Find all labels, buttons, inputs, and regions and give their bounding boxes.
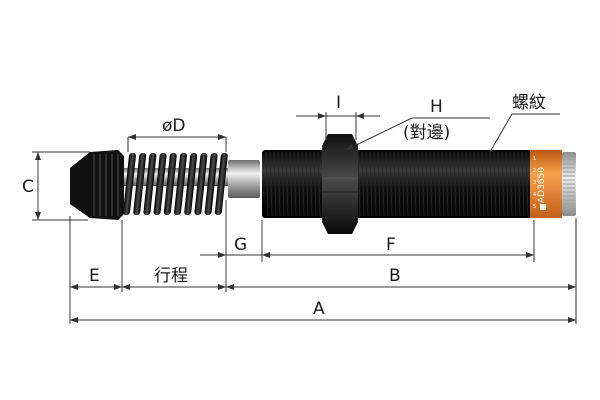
spring-coil (204, 153, 218, 215)
scale-number: 2 (533, 168, 536, 174)
model-marking: AD3650 (537, 167, 547, 203)
thread-line (389, 151, 393, 217)
spring-coil (194, 153, 208, 215)
scale-number: 4 (533, 192, 536, 198)
thread-line (437, 151, 441, 217)
stopper-cap (70, 150, 124, 220)
thread-line (293, 151, 297, 217)
thread-line (481, 151, 485, 217)
thread-line (477, 151, 481, 217)
thread-line (445, 151, 449, 217)
spring-coil (214, 153, 228, 215)
spring-coil (153, 153, 167, 215)
thread-line (433, 151, 437, 217)
adjust-scale: 1 2 3 4 5 (533, 156, 536, 210)
thread-line (357, 151, 361, 217)
logo-mark (540, 204, 546, 210)
thread-line (269, 151, 273, 217)
dim-label-d: øD (162, 116, 186, 136)
stopper-cap-ridges (93, 154, 119, 216)
thread-line (313, 151, 317, 217)
thread-line (417, 151, 421, 217)
dim-label-b: B (389, 266, 401, 286)
thread-line (461, 151, 465, 217)
thread-line (297, 151, 301, 217)
spring-coil (184, 153, 198, 215)
scale-number: 1 (533, 156, 536, 162)
thread-line (501, 151, 505, 217)
scale-number: 3 (533, 180, 536, 186)
thread-line (265, 151, 269, 217)
thread-line (465, 151, 469, 217)
spring-coil (123, 153, 136, 215)
thread-line (317, 151, 321, 217)
thread-line (517, 151, 521, 217)
thread-line (369, 151, 373, 217)
dim-label-e: E (89, 266, 100, 286)
dim-label-i: I (336, 93, 341, 113)
thread-line (429, 151, 433, 217)
dimensions: C øD I H (對邊) 螺紋 (22, 93, 577, 324)
spring-coil (143, 153, 157, 215)
thread-line (441, 151, 445, 217)
spring-coil (133, 153, 147, 215)
scale-number: 5 (533, 204, 536, 210)
dim-label-h-note: (對邊) (403, 123, 450, 143)
thread-line (361, 151, 365, 217)
thread-line (493, 151, 497, 217)
dim-label-c: C (22, 177, 34, 197)
dim-label-stroke: 行程 (154, 266, 188, 286)
thread-line (405, 151, 409, 217)
thread-line (397, 151, 401, 217)
thread-line (509, 151, 513, 217)
thread-line (485, 151, 489, 217)
thread-line (277, 151, 281, 217)
thread-line (421, 151, 425, 217)
dim-label-h: H (430, 97, 443, 117)
knob-knurl (563, 155, 575, 213)
dim-label-a: A (313, 299, 325, 319)
dim-label-f: F (386, 235, 396, 255)
hex-nut (322, 134, 358, 234)
thread-line (469, 151, 473, 217)
thread-line (385, 151, 389, 217)
dim-label-thread: 螺紋 (512, 93, 546, 113)
thread-line (505, 151, 509, 217)
shock-absorber: AD3650 1 2 3 4 5 (70, 134, 576, 234)
thread-line (413, 151, 417, 217)
spring-coil (163, 153, 177, 215)
thread-line (489, 151, 493, 217)
thread-line (301, 151, 305, 217)
thread-line (425, 151, 429, 217)
thread-line (401, 151, 405, 217)
thread-line (309, 151, 313, 217)
thread-line (525, 151, 529, 217)
return-spring (123, 153, 228, 215)
thread-line (521, 151, 525, 217)
thread-line (305, 151, 309, 217)
thread-line (393, 151, 397, 217)
thread-line (365, 151, 369, 217)
thread-line (373, 151, 377, 217)
thread-line (381, 151, 385, 217)
thread-line (457, 151, 461, 217)
thread-line (285, 151, 289, 217)
thread-line (281, 151, 285, 217)
thread-line (289, 151, 293, 217)
thread-line (513, 151, 517, 217)
thread-line (273, 151, 277, 217)
thread-line (377, 151, 381, 217)
thread-line (453, 151, 457, 217)
rod-guide (228, 160, 260, 198)
thread-line (497, 151, 501, 217)
thread-line (473, 151, 477, 217)
thread-line (409, 151, 413, 217)
dim-label-g: G (234, 235, 247, 255)
thread-line (449, 151, 453, 217)
spring-coil (174, 153, 187, 215)
